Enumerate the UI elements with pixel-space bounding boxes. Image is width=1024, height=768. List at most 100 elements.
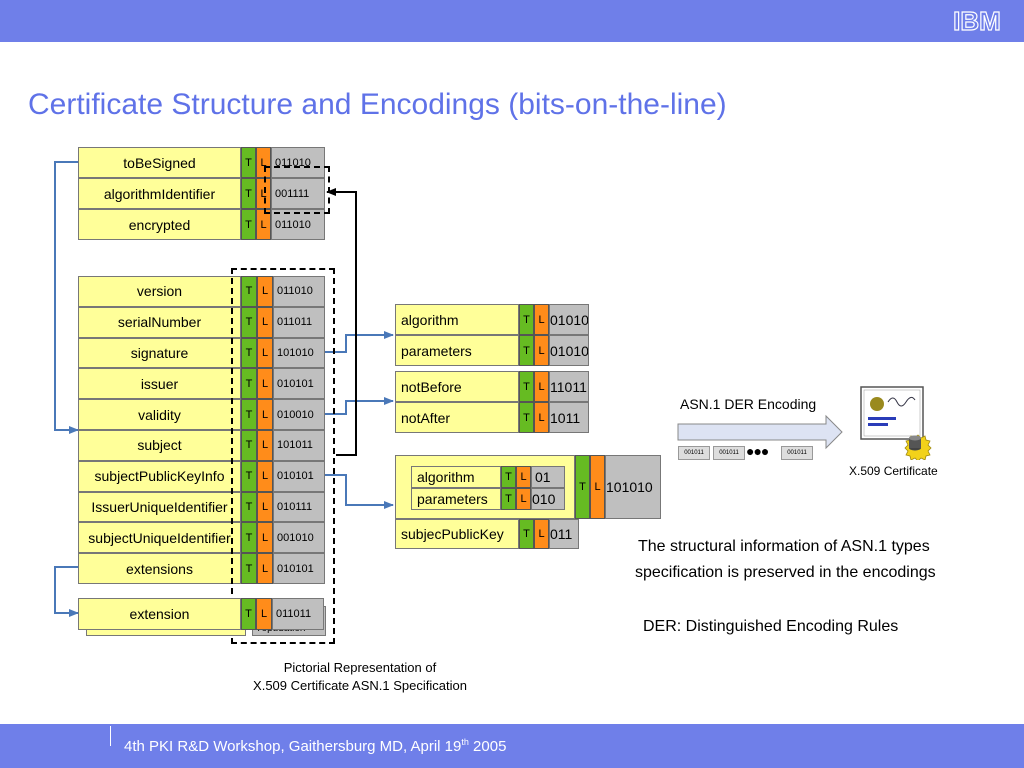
subject-value: 101011 [273,430,325,461]
svg-text:IBM: IBM [953,6,1001,36]
spki-outer-tag: T [575,455,590,519]
tobesigned-to-tbs-line [54,161,79,434]
not-before-tag: T [519,371,534,402]
issuer-unique-identifier-value: 010111 [273,491,325,523]
x509-certificate-caption: X.509 Certificate [849,464,938,478]
version-label: version [78,276,241,307]
validity-tag: T [241,399,257,430]
not-before-length: L [534,371,549,402]
algorithm-identifier-value: 001111 [271,178,325,209]
issuer-unique-identifier-label: IssuerUniqueIdentifier [78,491,241,523]
spki-outer-length: L [590,455,605,519]
spki-algorithm-value: 01 [531,466,565,488]
subjecpublickey-label: subjecPublicKey [395,519,519,549]
subjecpublickey-tag: T [519,519,534,549]
algorithm-value: 01010 [549,304,589,335]
tbs-to-tobesigned-line [326,188,357,456]
tbs-highlight [231,268,335,644]
diagram-caption-line-1: Pictorial Representation of [283,660,437,675]
subjecpublickey-value: 011 [549,519,579,549]
subject-public-key-info-length: L [257,460,273,492]
subject-public-key-info-value: 010101 [273,460,325,492]
to-be-signed-label: toBeSigned [78,147,241,178]
encrypted-tag: T [241,209,256,240]
encrypted-length: L [256,209,271,240]
extensions-tag: T [241,553,257,584]
extensions-label: extensions [78,553,241,584]
subjecpublickey-length: L [534,519,549,549]
to-be-signed-value: 011010 [271,147,325,178]
diagram-caption-line-2: X.509 Certificate ASN.1 Specification [253,678,467,693]
extensions-length: L [257,553,273,584]
spki-algorithm-length: L [516,466,531,488]
certificate-icon [860,386,932,460]
serial-number-length: L [257,306,273,338]
spki-parameters-length: L [516,488,531,510]
spki-outer-value: 101010 [605,455,661,519]
footer-divider [110,726,111,746]
not-after-value: 1011 [549,402,589,433]
algorithm-identifier-tag: T [241,178,256,209]
issuer-length: L [257,368,273,400]
bottom-banner [0,724,1024,768]
signature-length: L [257,337,273,369]
not-before-label: notBefore [395,371,519,402]
subject-label: subject [78,430,241,461]
subject-unique-identifier-tag: T [241,522,257,554]
version-tag: T [241,276,257,307]
algorithm-identifier-label: algorithmIdentifier [78,178,241,209]
spki-parameters-label: parameters [411,488,501,510]
parameters-tag: T [519,335,534,366]
not-after-length: L [534,402,549,433]
extensions-value: 010101 [273,553,325,584]
subject-unique-identifier-value: 001010 [273,522,325,554]
spki-algorithm-tag: T [501,466,516,488]
algorithm-length: L [534,304,549,335]
serial-number-tag: T [241,306,257,338]
spki-parameters-value: 010 [531,488,565,510]
subject-unique-identifier-length: L [257,522,273,554]
subject-tag: T [241,430,257,461]
spki-parameters-tag: T [501,488,516,510]
extension-value: 011011 [272,598,324,630]
subject-unique-identifier-label: subjectUniqueIdentifier [78,522,241,554]
issuer-value: 010101 [273,368,325,400]
issuer-unique-identifier-length: L [257,491,273,523]
signature-tag: T [241,337,257,369]
serial-number-label: serialNumber [78,306,241,338]
der-arrow [677,414,843,450]
ibm-logo: IBM [953,5,1002,36]
footer-text: 4th PKI R&D Workshop, Gaithersburg MD, A… [124,737,507,755]
version-length: L [257,276,273,307]
parameters-value: 01010 [549,335,589,366]
extension-tag: T [241,598,256,630]
to-be-signed-length: L [256,147,271,178]
validity-length: L [257,399,273,430]
to-be-signed-tag: T [241,147,256,178]
version-value: 011010 [273,276,325,307]
note-line-2: specification is preserved in the encodi… [635,564,936,581]
subject-public-key-info-tag: T [241,460,257,492]
note-line-1: The structural information of ASN.1 type… [638,538,930,555]
der-block-2: 001011 [713,446,745,460]
spki-algorithm-label: algorithm [411,466,501,488]
subject-length: L [257,430,273,461]
top-banner: IBM [0,0,1024,42]
issuer-label: issuer [78,368,241,400]
note-der: DER: Distinguished Encoding Rules [643,618,899,635]
issuer-tag: T [241,368,257,400]
not-after-tag: T [519,402,534,433]
page-title: Certificate Structure and Encodings (bit… [28,88,727,121]
der-ellipsis: ●●● [746,443,769,459]
der-block-1: 001011 [678,446,710,460]
algorithm-tag: T [519,304,534,335]
subject-public-key-info-label: subjectPublicKeyInfo [78,460,241,492]
extensions-to-extension-line [54,566,79,617]
encrypted-value: 011010 [271,209,325,240]
validity-value: 010010 [273,399,325,430]
issuer-unique-identifier-tag: T [241,491,257,523]
parameters-length: L [534,335,549,366]
not-before-value: 11011 [549,371,589,402]
validity-label: validity [78,399,241,430]
der-block-3: 001011 [781,446,813,460]
